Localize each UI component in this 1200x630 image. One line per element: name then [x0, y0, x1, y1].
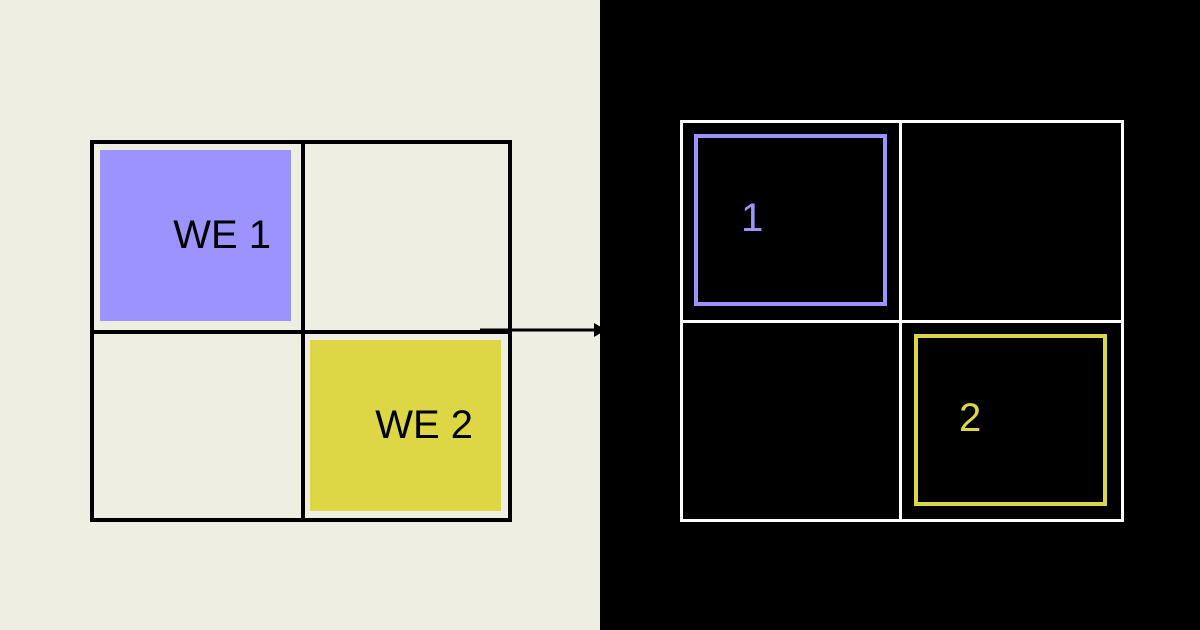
we-1-label: WE 1: [173, 213, 271, 257]
left-grid-horizontal-divider: [94, 330, 508, 334]
right-arrow-icon: [480, 323, 606, 337]
right-grid-horizontal-divider: [683, 320, 1121, 323]
we-2-block: WE 2: [310, 340, 501, 511]
we-1-block: WE 1: [100, 150, 291, 321]
region-1-label: 1: [741, 196, 764, 240]
region-2-outline: 2: [914, 334, 1107, 506]
region-2-label: 2: [959, 396, 982, 440]
right-grid: [680, 120, 1124, 522]
region-1-outline: 1: [694, 134, 887, 306]
we-2-label: WE 2: [375, 403, 473, 447]
arrow-head: [594, 323, 606, 337]
